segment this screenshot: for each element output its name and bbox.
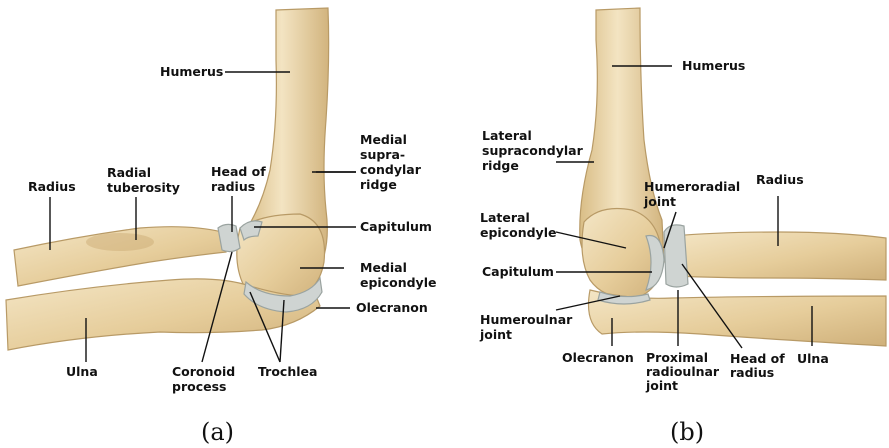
label-medial-epicondyle-line-2: epicondyle [360,275,436,290]
radius-bone-b [672,232,886,280]
label-coronoid-process: Coronoid process [172,364,240,394]
label-proximal-radioulnar-line-1: Proximal [646,350,708,365]
label-humeroulnar-line-1: Humeroulnar [480,312,573,327]
label-lateral-epicondyle-line-2: epicondyle [480,225,556,240]
label-humerus-a: Humerus [160,64,223,79]
label-ulna-b: Ulna [797,351,829,366]
label-coronoid-process-line-1: Coronoid [172,364,235,379]
label-olecranon-b: Olecranon [562,350,634,365]
label-capitulum-b: Capitulum [482,264,554,279]
label-humeroradial-joint: Humeroradial joint [643,179,745,209]
label-humerus-b: Humerus [682,58,745,73]
label-medial-epicondyle: Medial epicondyle [360,260,436,290]
label-humeroulnar-joint: Humeroulnar joint [479,312,577,342]
label-medial-supra-line-1: Medial [360,132,407,147]
label-proximal-radioulnar-line-2: radioulnar [646,364,720,379]
label-head-of-radius-a-line-2: radius [211,179,255,194]
label-radius-b: Radius [756,172,804,187]
label-radial-tuberosity-line-2: tuberosity [107,180,180,195]
label-capitulum-a: Capitulum [360,219,432,234]
label-proximal-radioulnar-line-3: joint [645,378,678,393]
label-lateral-epicondyle: Lateral epicondyle [480,210,556,240]
label-lateral-epicondyle-line-1: Lateral [480,210,530,225]
panel-b: Humerus Lateral supracondylar ridge Hume… [479,8,886,446]
panel-a: Humerus Medial supra- condylar ridge Rad… [6,8,436,446]
label-lateral-supra-line-3: ridge [482,158,519,173]
label-trochlea: Trochlea [258,364,317,379]
label-medial-epicondyle-line-1: Medial [360,260,407,275]
label-ulna-a: Ulna [66,364,98,379]
label-lateral-supracondylar-ridge: Lateral supracondylar ridge [482,128,587,173]
label-proximal-radioulnar-joint: Proximal radioulnar joint [645,350,723,393]
label-coronoid-process-line-2: process [172,379,226,394]
label-head-of-radius-b: Head of radius [730,351,789,380]
label-radial-tuberosity: Radial tuberosity [107,165,180,195]
label-head-of-radius-a-line-1: Head of [211,164,266,179]
head-of-radius-cartilage-a [218,224,240,251]
label-radial-tuberosity-line-1: Radial [107,165,151,180]
label-radius-a: Radius [28,179,76,194]
label-head-of-radius-a: Head of radius [211,164,270,194]
caption-a: (a) [201,418,234,446]
label-humeroradial-line-2: joint [643,194,676,209]
label-humeroradial-line-1: Humeroradial [644,179,740,194]
label-head-of-radius-b-line-1: Head of [730,351,785,366]
label-lateral-supra-line-1: Lateral [482,128,532,143]
label-olecranon-a: Olecranon [356,300,428,315]
label-medial-supra-line-2: supra- [360,147,405,162]
label-lateral-supra-line-2: supracondylar [482,143,584,158]
head-of-radius-cartilage-b [664,225,688,287]
label-medial-supra-line-4: ridge [360,177,397,192]
radial-tuberosity-shape [86,233,154,251]
label-humeroulnar-line-2: joint [479,327,512,342]
label-medial-supracondylar-ridge: Medial supra- condylar ridge [360,132,425,192]
caption-b: (b) [670,418,704,446]
label-medial-supra-line-3: condylar [360,162,422,177]
label-head-of-radius-b-line-2: radius [730,365,774,380]
